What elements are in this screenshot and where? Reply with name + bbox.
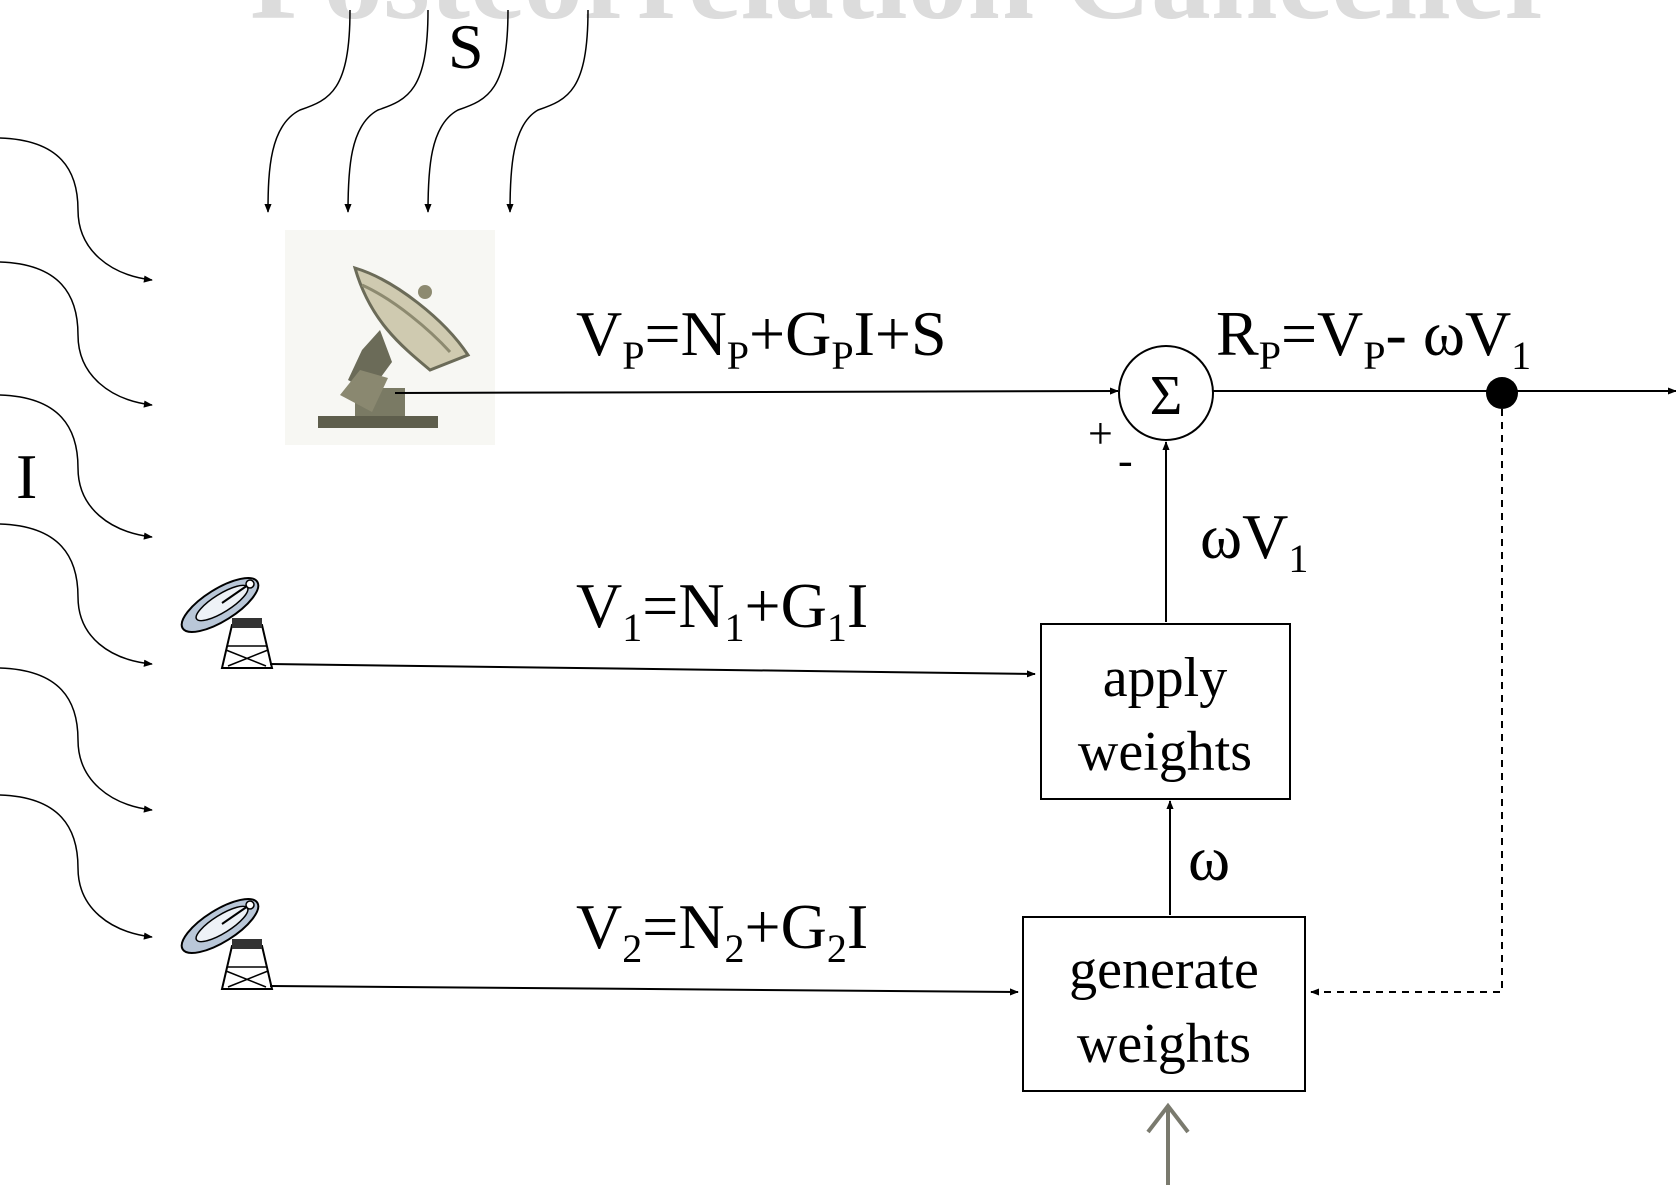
generate-weights-line2: weights xyxy=(1077,1013,1251,1075)
vp-equation: VP=NP+GPI+S xyxy=(576,298,947,378)
reference-dish-1-icon xyxy=(180,577,274,669)
reference-dish-2-icon xyxy=(180,898,274,990)
generate-weights-box: generate weights xyxy=(1022,916,1306,1092)
generate-weights-line1: generate xyxy=(1069,939,1259,1001)
primary-line xyxy=(394,387,1119,395)
gray-input-arrow xyxy=(1146,1102,1190,1185)
interference-arrows xyxy=(0,137,153,940)
sum-symbol: Σ xyxy=(1150,365,1183,427)
v1-line xyxy=(269,663,1036,678)
omega-label: ω xyxy=(1188,823,1230,894)
signal-arrows xyxy=(264,9,589,213)
v1-equation: V1=N1+G1I xyxy=(576,570,868,650)
slide-title-fragment: Postcorrelation Canceller xyxy=(250,0,1557,44)
signal-label: S xyxy=(448,11,484,82)
apply-weights-box: apply weights xyxy=(1040,623,1291,800)
feedback-line xyxy=(1310,409,1503,996)
interference-label: I xyxy=(16,441,37,512)
summing-junction: Σ xyxy=(1118,345,1214,441)
apply-weights-line2: weights xyxy=(1078,721,1252,783)
apply-weights-line1: apply xyxy=(1103,647,1227,709)
primary-dish-icon xyxy=(285,230,495,445)
v2-equation: V2=N2+G2I xyxy=(576,891,868,971)
rp-equation: RP=VP- ωV1 xyxy=(1216,298,1531,378)
v2-line xyxy=(269,985,1019,996)
output-tap-node xyxy=(1486,377,1518,409)
plus-sign: + xyxy=(1088,409,1113,458)
minus-sign: - xyxy=(1118,436,1133,485)
weighted-v1-label: ωV1 xyxy=(1200,501,1308,581)
